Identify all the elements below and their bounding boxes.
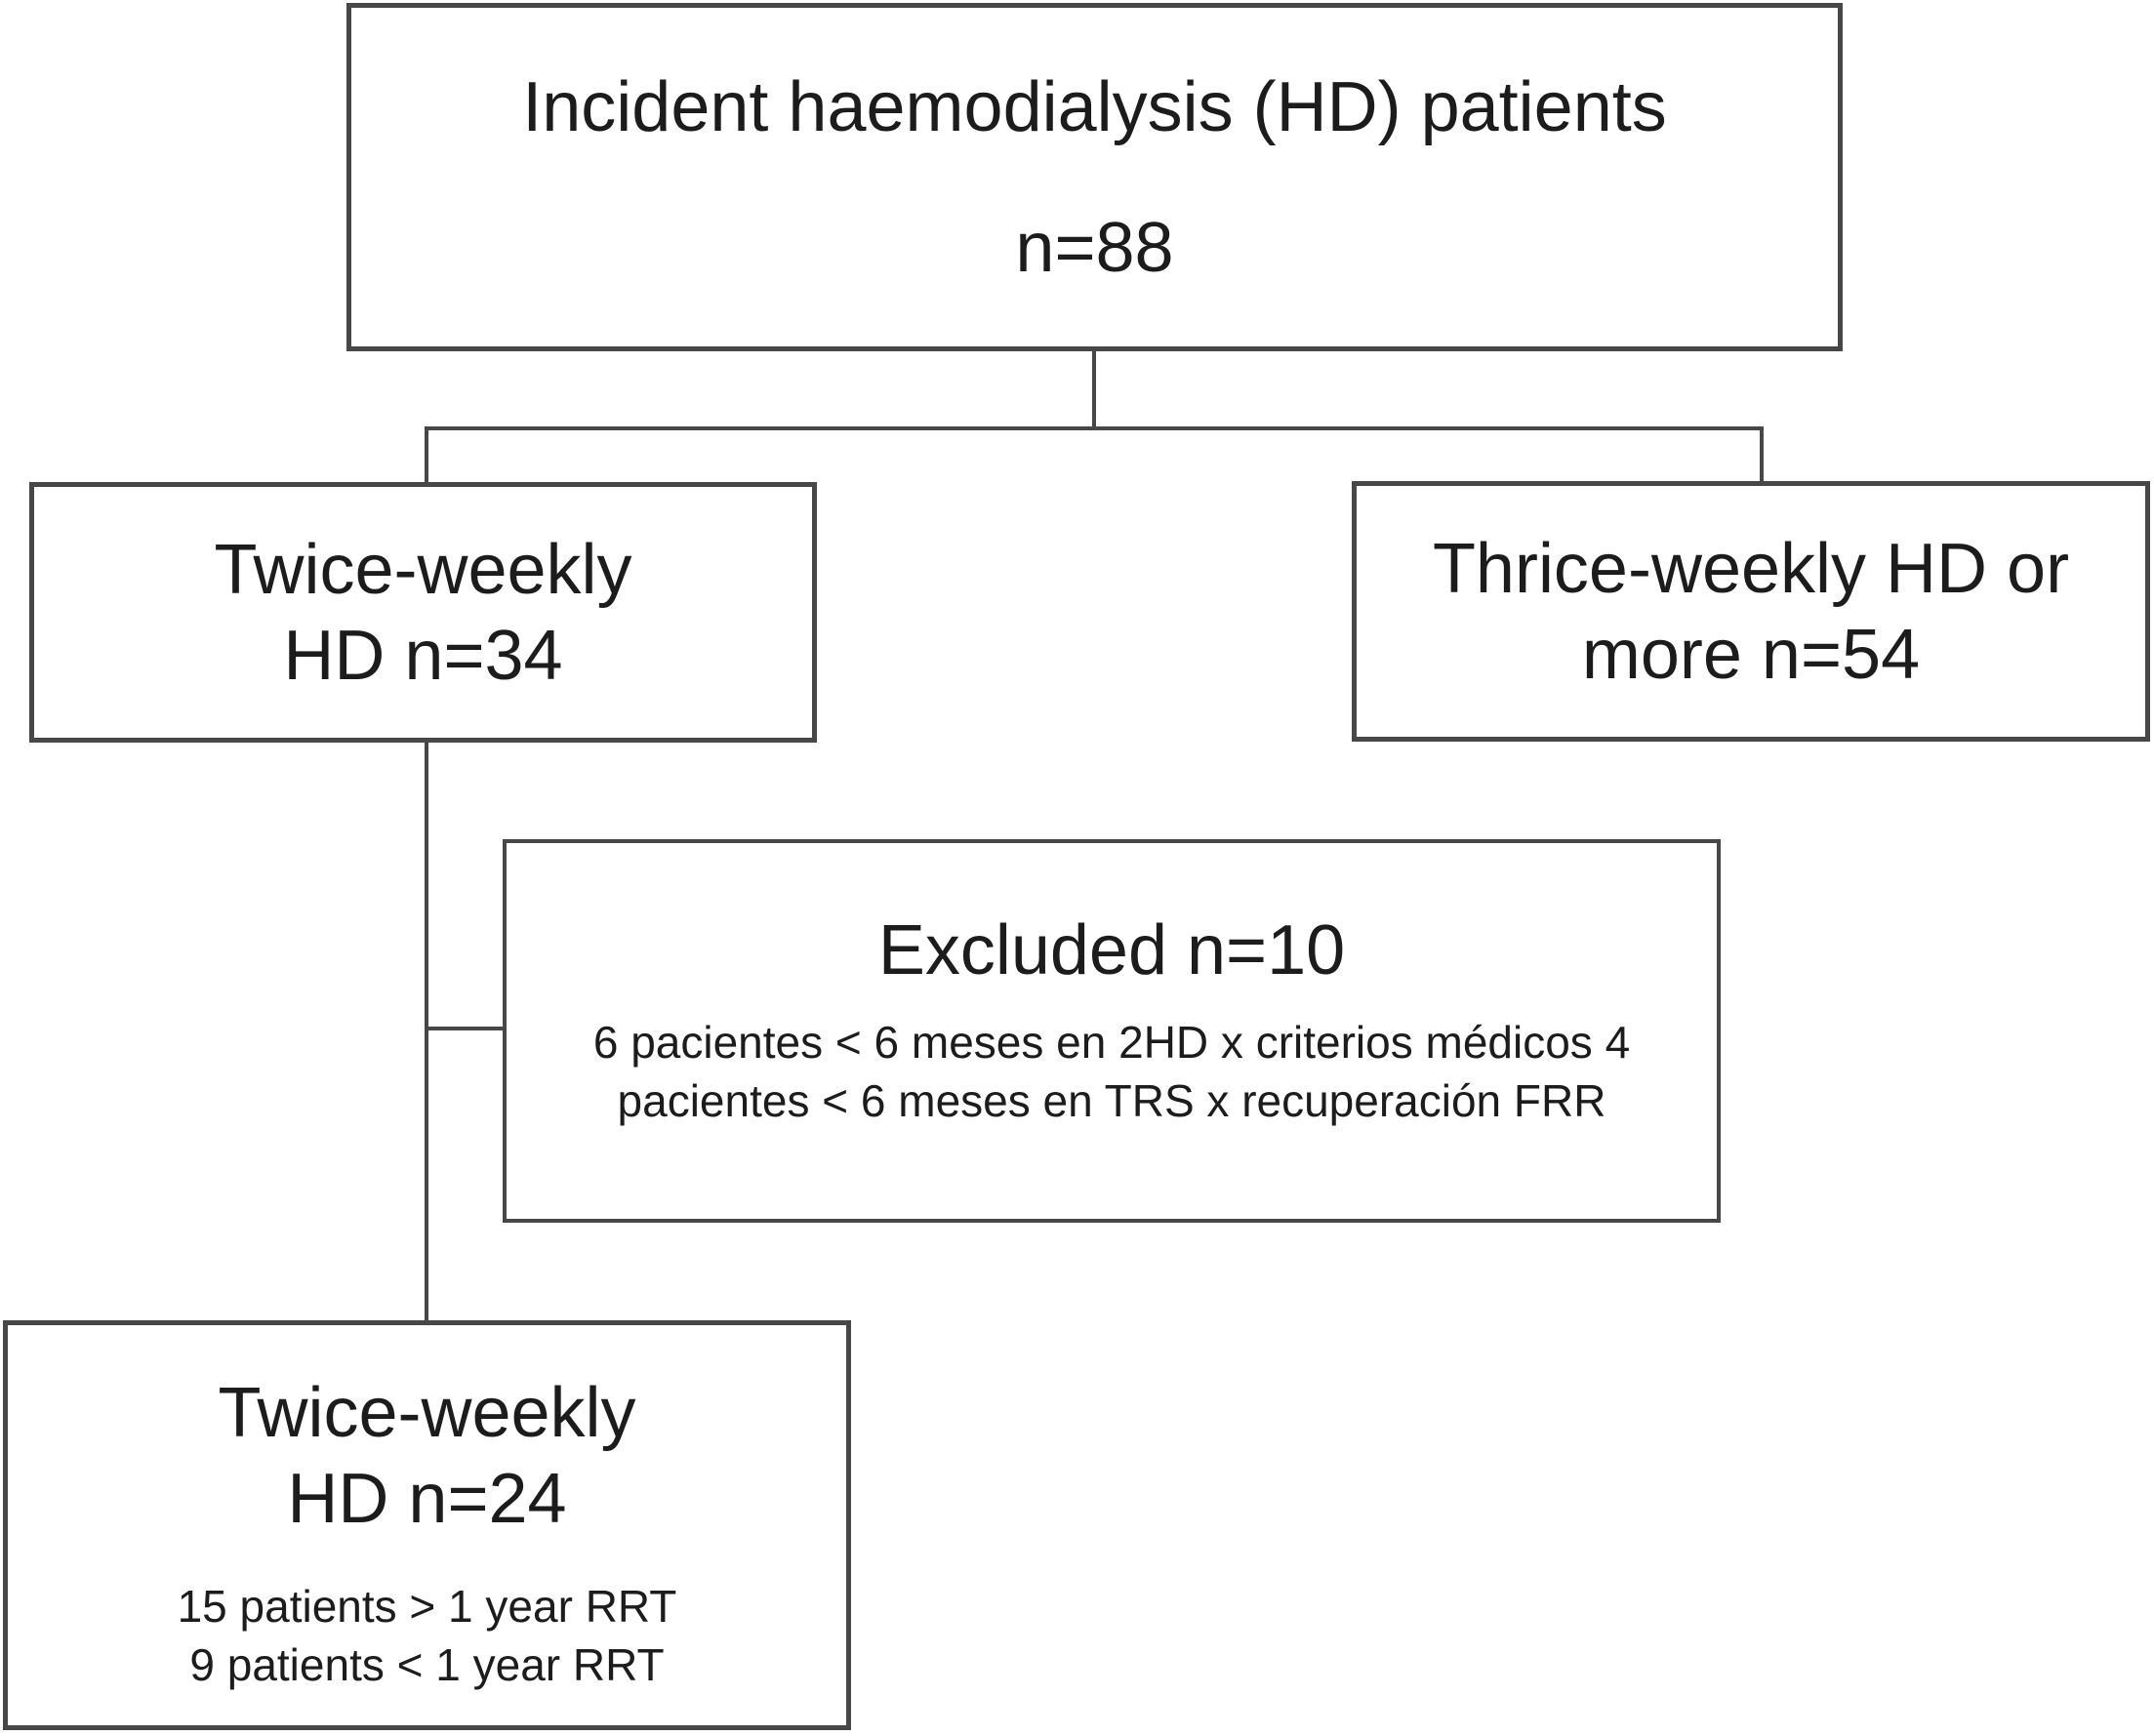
node-thrice-weekly-54: Thrice-weekly HD or more n=54 [1352,481,2150,742]
node-final-detail-line: 9 patients < 1 year RRT [189,1639,665,1690]
node-excluded-detail-line: 6 pacientes < 6 meses en 2HD x criterios… [592,1017,1631,1068]
connector-right-branch-drop [1760,430,1764,483]
node-twice34-title: Twice-weekly [214,530,632,609]
node-thrice54-count: more n=54 [1581,615,1921,694]
node-excluded-details: 6 pacientes < 6 meses en 2HD x criterios… [593,1013,1630,1130]
node-thrice54-title: Thrice-weekly HD or [1432,529,2070,608]
node-final-title: Twice-weekly [218,1374,636,1452]
connector-branch-horizontal [425,426,1764,430]
connector-left-branch-drop [425,430,428,484]
node-twice-weekly-34: Twice-weekly HD n=34 [29,482,817,743]
node-final-detail-line: 15 patients > 1 year RRT [177,1581,677,1632]
connector-to-excluded [428,1027,503,1030]
connector-root-stem [1092,349,1096,430]
node-twice34-count: HD n=34 [283,616,563,695]
node-incident-hd-patients: Incident haemodialysis (HD) patients n=8… [346,3,1843,351]
node-excluded-title: Excluded n=10 [877,911,1346,989]
node-final-details: 15 patients > 1 year RRT 9 patients < 1 … [178,1577,677,1694]
node-final-heading: Twice-weekly HD n=24 [218,1370,635,1542]
connector-twice34-to-final [425,741,428,1322]
node-incident-title: Incident haemodialysis (HD) patients [522,67,1667,146]
node-final-count: HD n=24 [287,1460,567,1538]
node-excluded-detail-line: pacientes < 6 meses en TRS x recuperació… [617,1075,1606,1126]
node-excluded: Excluded n=10 6 pacientes < 6 meses en 2… [503,839,1721,1223]
node-incident-count: n=88 [1015,208,1174,287]
node-twice-weekly-24: Twice-weekly HD n=24 15 patients > 1 yea… [3,1320,851,1730]
